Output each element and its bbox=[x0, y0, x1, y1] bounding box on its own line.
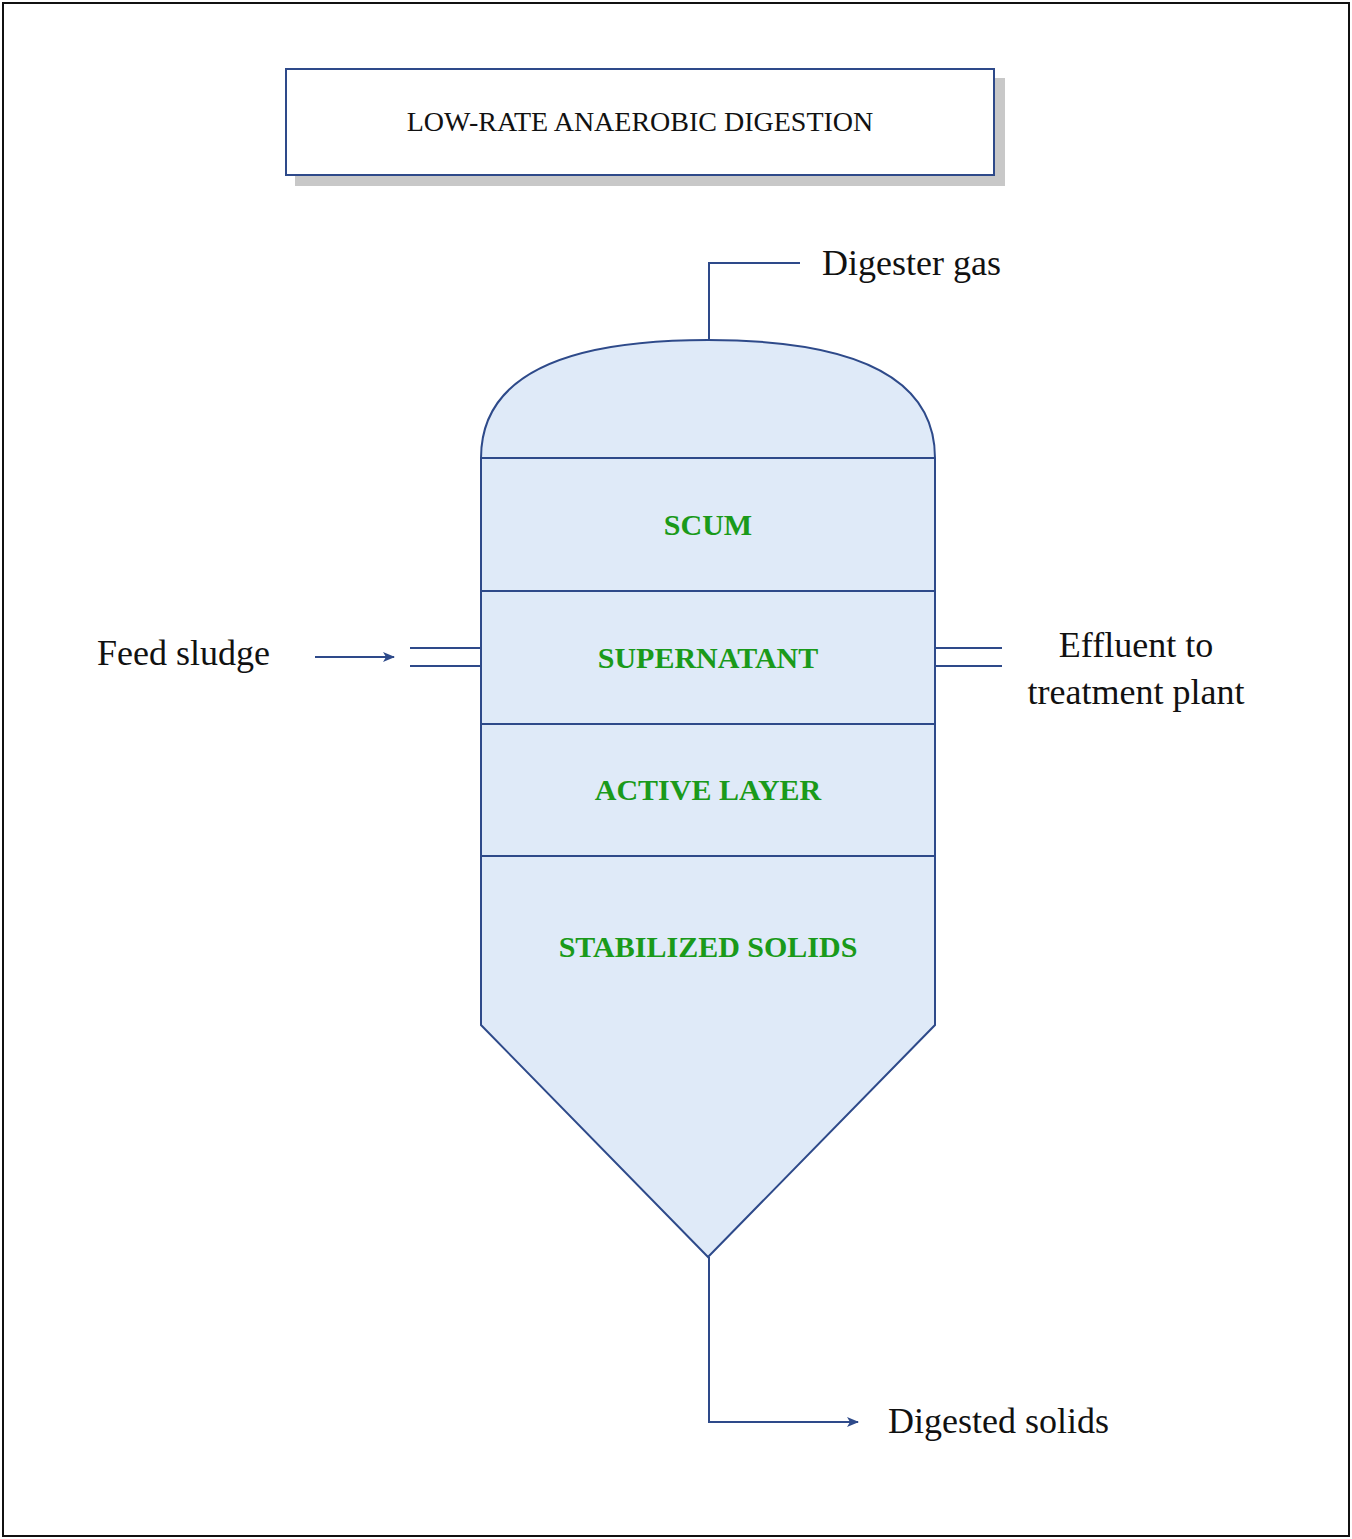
frame bbox=[3, 3, 1349, 1536]
title-box: LOW-RATE ANAEROBIC DIGESTION bbox=[285, 68, 995, 176]
title-text: LOW-RATE ANAEROBIC DIGESTION bbox=[407, 106, 874, 138]
annotation-label: Digester gas bbox=[822, 240, 1001, 287]
annotation-label: Effluent to treatment plant bbox=[1005, 622, 1267, 716]
band-text-wrap: SCUM bbox=[664, 508, 752, 542]
digester-band: SUPERNATANT bbox=[481, 591, 935, 724]
effluent-pipe bbox=[935, 648, 1002, 666]
band-label: STABILIZED SOLIDS bbox=[559, 930, 858, 964]
feed-pipe bbox=[410, 648, 481, 666]
feed-arrow bbox=[315, 656, 394, 658]
annotation-label: Digested solids bbox=[888, 1398, 1109, 1445]
band-label: ACTIVE LAYER bbox=[595, 773, 821, 807]
annotation-label: Feed sludge bbox=[97, 630, 270, 677]
digester-band: ACTIVE LAYER bbox=[481, 724, 935, 856]
gas-pipe bbox=[709, 263, 800, 340]
band-text-wrap: SUPERNATANT bbox=[598, 641, 819, 675]
band-text-wrap: ACTIVE LAYER bbox=[595, 773, 821, 807]
band-label: SUPERNATANT bbox=[598, 641, 819, 675]
digester-band: STABILIZED SOLIDS bbox=[481, 856, 935, 1025]
band-label: SCUM bbox=[664, 508, 752, 542]
band-lines bbox=[481, 458, 935, 856]
digester-vessel bbox=[481, 340, 935, 1257]
solids-outlet bbox=[709, 1257, 858, 1422]
band-text-wrap: STABILIZED SOLIDS bbox=[559, 930, 858, 964]
digester-band: SCUM bbox=[481, 458, 935, 591]
